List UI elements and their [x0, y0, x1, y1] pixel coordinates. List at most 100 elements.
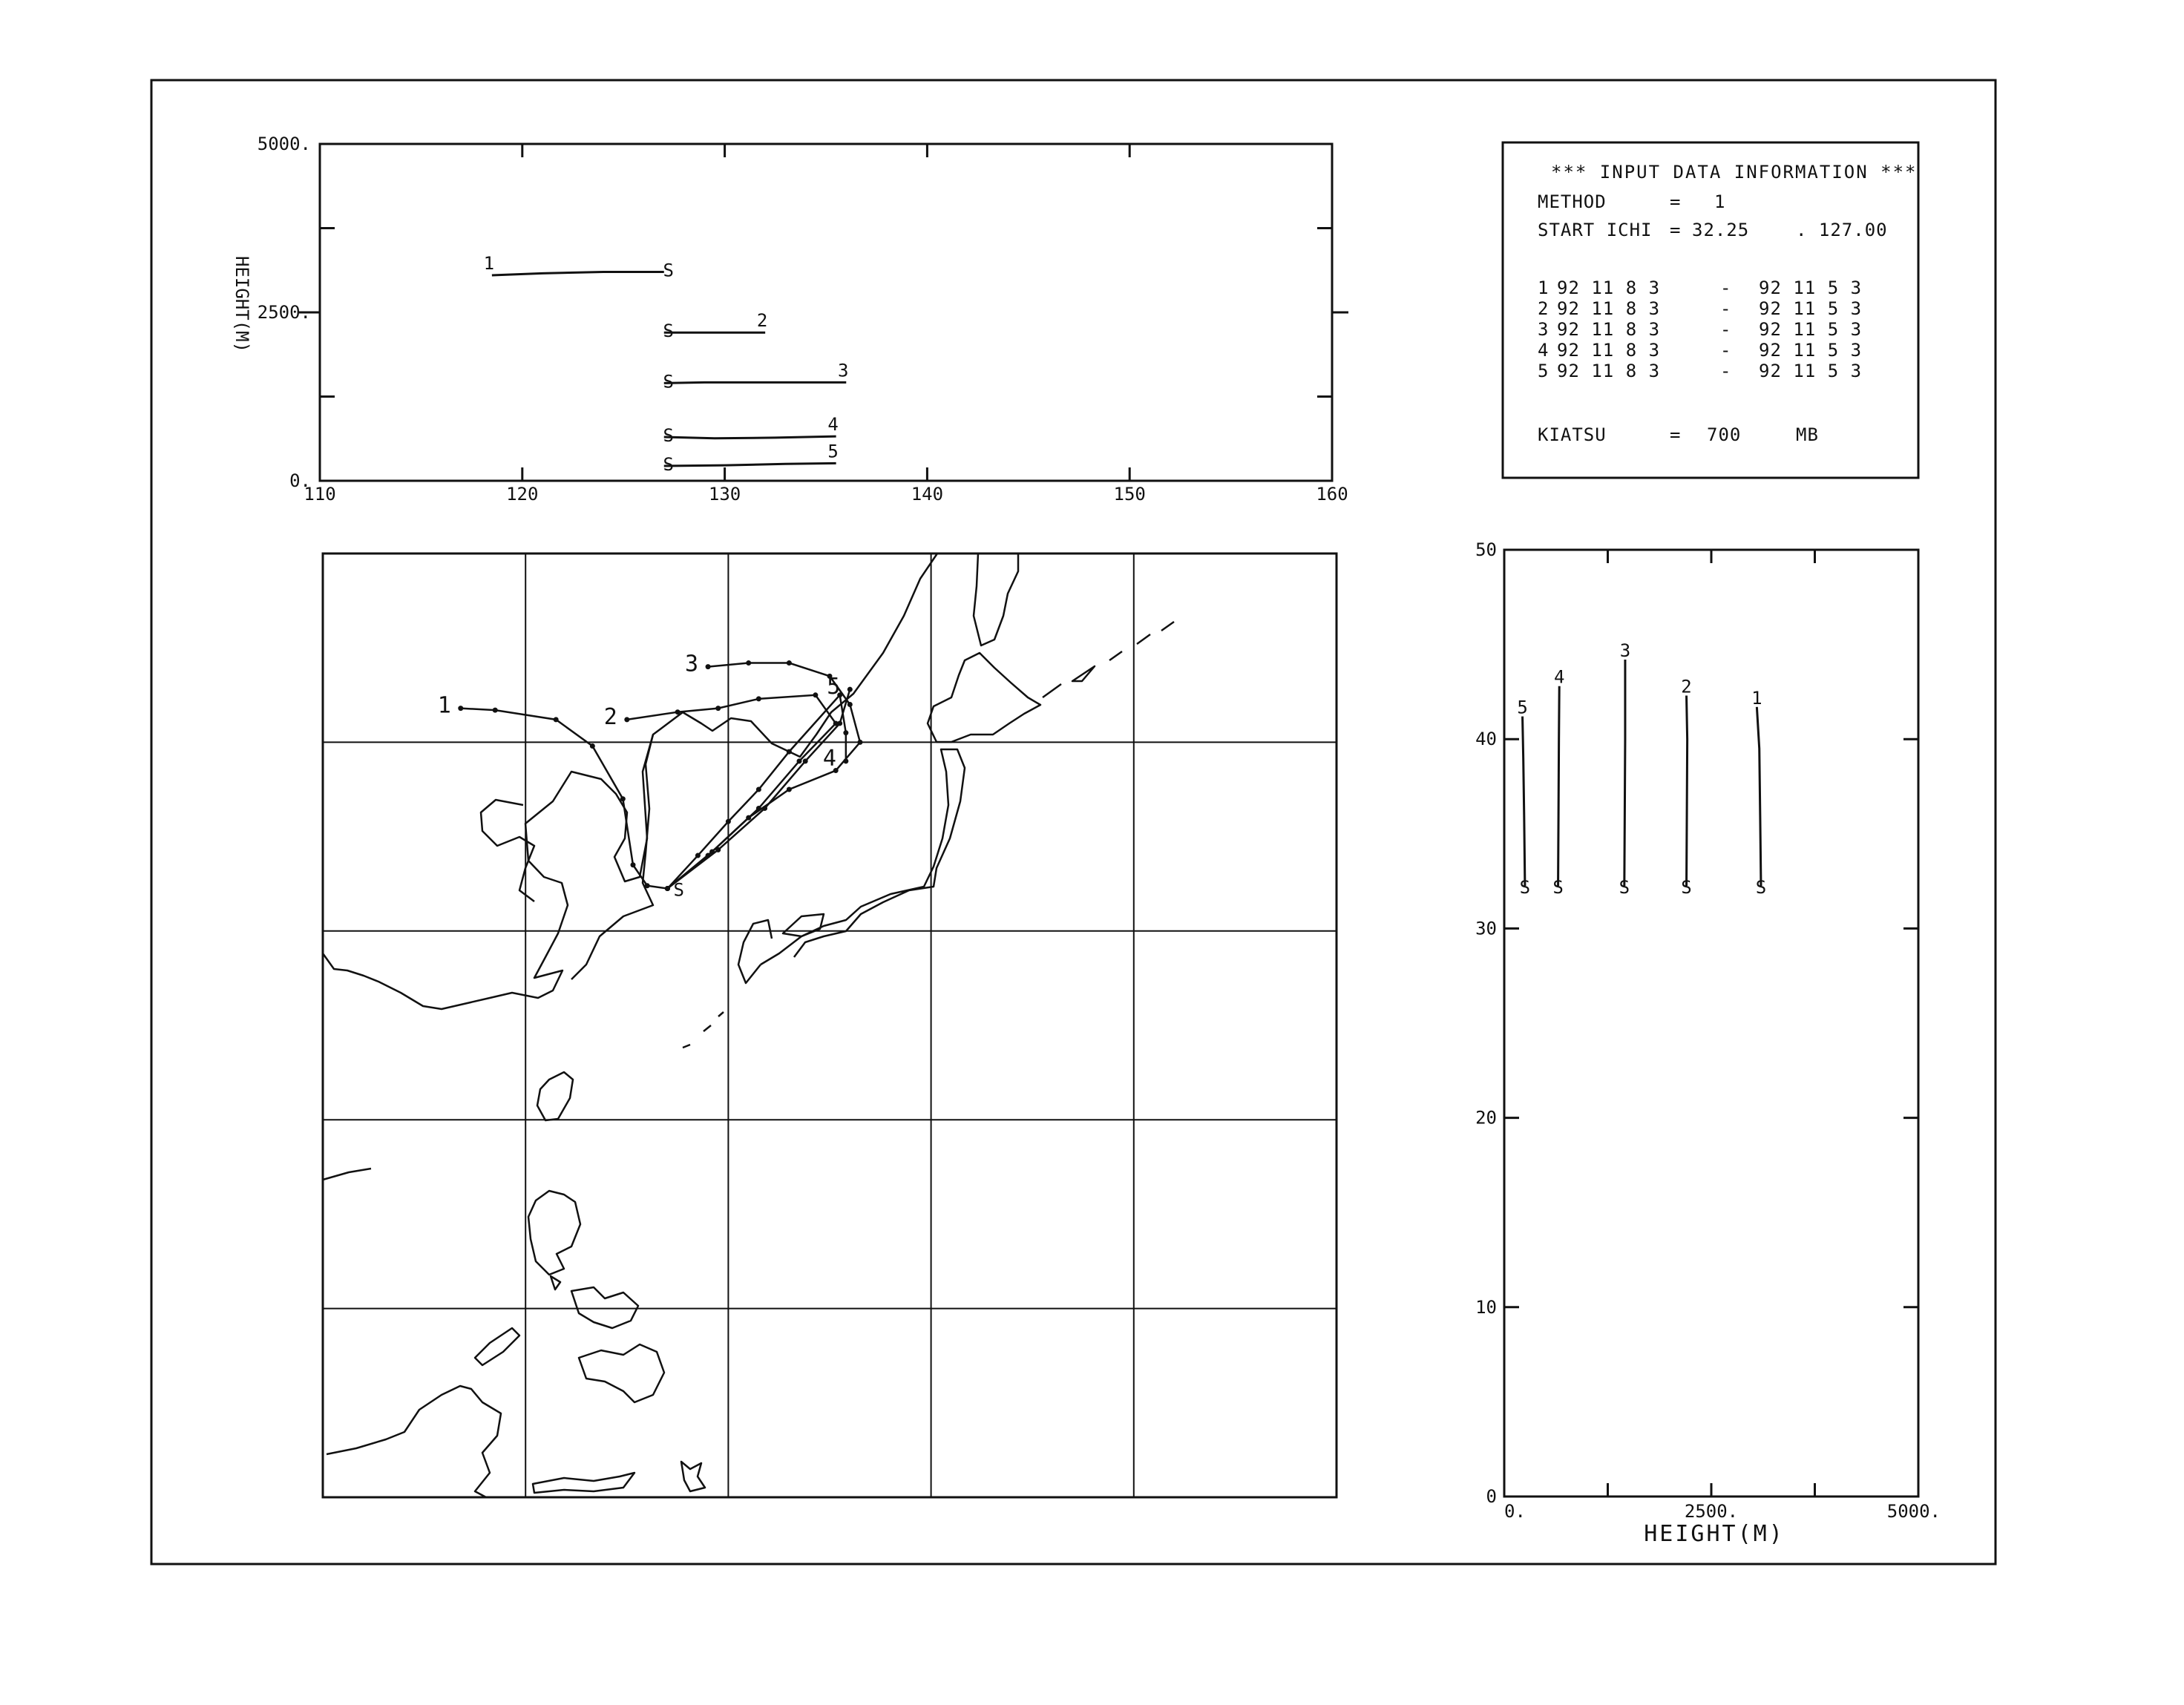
trajectory-line	[666, 693, 847, 890]
right-series-line	[1755, 706, 1762, 886]
right-series-line	[1623, 660, 1627, 886]
start-equals: =	[1670, 220, 1681, 240]
coast-borneo	[326, 1384, 502, 1499]
trajectory-point	[644, 883, 650, 889]
trajectory-label: 1	[438, 693, 451, 719]
top-series-line	[663, 461, 836, 467]
trajectory-line	[666, 689, 851, 890]
top-series-end-label: 4	[827, 414, 838, 435]
coast-shikoku	[781, 913, 825, 938]
coast-kyushu	[737, 919, 773, 985]
trajectory-point	[827, 673, 833, 679]
info-box-frame	[1501, 141, 1920, 479]
run-end: 92 11 5 3	[1759, 277, 1862, 298]
run-start: 92 11 8 3	[1557, 361, 1660, 381]
right-series-end-label: 3	[1620, 640, 1630, 661]
start-label: START ICHI	[1538, 220, 1653, 240]
outer-frame	[150, 79, 1997, 1566]
method-label: METHOD	[1538, 191, 1607, 212]
run-end: 92 11 5 3	[1759, 298, 1862, 319]
right-y-tick-label: 30	[1475, 918, 1497, 939]
right-series-start-label: S	[1552, 877, 1563, 898]
top-series-line	[663, 435, 836, 440]
trajectory-label: 3	[685, 651, 698, 677]
trajectory-point	[746, 660, 752, 666]
trajectory-line	[626, 694, 837, 890]
run-id: 4	[1538, 340, 1549, 361]
trajectory-label: 4	[823, 746, 836, 772]
coast-luzon	[527, 1189, 582, 1276]
right-y-tick-label: 10	[1475, 1297, 1497, 1318]
top-series-start-label: S	[663, 260, 674, 281]
trajectory-point	[755, 696, 761, 702]
trajectory-point	[762, 805, 768, 811]
trajectory-point	[695, 852, 701, 858]
coast-vietnam	[322, 1167, 372, 1181]
top-x-tick-label: 130	[709, 484, 741, 505]
run-start: 92 11 8 3	[1557, 340, 1660, 361]
trajectory-point	[715, 706, 721, 712]
top-series-end-label: 5	[827, 441, 838, 461]
start-lon: . 127.00	[1796, 220, 1888, 240]
right-x-tick-label: 5000.	[1887, 1501, 1941, 1522]
trajectory-point	[620, 796, 626, 802]
top-series-line	[663, 381, 847, 384]
trajectory-label: 2	[604, 704, 617, 730]
run-dash: -	[1720, 298, 1731, 319]
coast-kurils	[1042, 620, 1175, 699]
trajectory-point	[802, 758, 808, 764]
right-series-start-label: S	[1756, 877, 1766, 898]
right-series-line	[1557, 686, 1561, 886]
top-series-start-label: S	[663, 321, 674, 341]
right-plot-frame	[1503, 548, 1920, 1498]
run-dash: -	[1720, 319, 1731, 340]
trajectory-point	[589, 743, 595, 749]
input-data-info-box: *** INPUT DATA INFORMATION *** METHOD = …	[1501, 141, 1920, 479]
right-series-end-label: 4	[1554, 667, 1564, 688]
right-series-line	[1685, 695, 1689, 886]
method-equals: =	[1670, 191, 1681, 212]
trajectory-point	[847, 686, 853, 692]
trajectory-point	[857, 739, 863, 745]
trajectory-point	[796, 758, 802, 764]
trajectory-point	[746, 815, 752, 821]
right-series-end-label: 2	[1681, 677, 1691, 697]
trajectory-point	[833, 768, 839, 774]
trajectory-point	[553, 717, 559, 723]
trajectory-point	[705, 664, 711, 670]
trajectory-point	[833, 720, 839, 726]
trajectory-point	[786, 786, 792, 792]
top-series-line	[491, 271, 664, 277]
top-y-axis-title: HEIGHT(M)	[232, 256, 252, 352]
right-series-start-label: S	[1520, 877, 1530, 898]
run-dash: -	[1720, 361, 1731, 381]
run-id: 5	[1538, 361, 1549, 381]
run-start: 92 11 8 3	[1557, 277, 1660, 298]
coast-taiwan	[536, 1071, 574, 1122]
top-plot-frame	[318, 142, 1334, 482]
run-dash: -	[1720, 277, 1731, 298]
trajectory-point	[847, 702, 853, 708]
coast-bohai	[479, 798, 536, 902]
trajectory-point	[630, 862, 636, 868]
right-series-end-label: 5	[1517, 697, 1527, 718]
run-id: 1	[1538, 277, 1549, 298]
coastlines	[321, 553, 1175, 1499]
top-series-start-label: S	[663, 425, 674, 446]
right-series-end-label: 1	[1751, 688, 1762, 709]
top-series-start-label: S	[663, 371, 674, 392]
map-frame	[321, 552, 1338, 1499]
coast-sakhalin	[972, 553, 1020, 647]
kiatsu-unit: MB	[1796, 424, 1819, 445]
info-box-title: *** INPUT DATA INFORMATION ***	[1551, 162, 1917, 183]
right-x-tick-label: 0.	[1504, 1501, 1526, 1522]
kiatsu-label: KIATSU	[1538, 424, 1607, 445]
trajectory-point	[837, 720, 843, 726]
trajectory-point	[715, 847, 721, 852]
top-series-end-label: 2	[757, 310, 767, 331]
